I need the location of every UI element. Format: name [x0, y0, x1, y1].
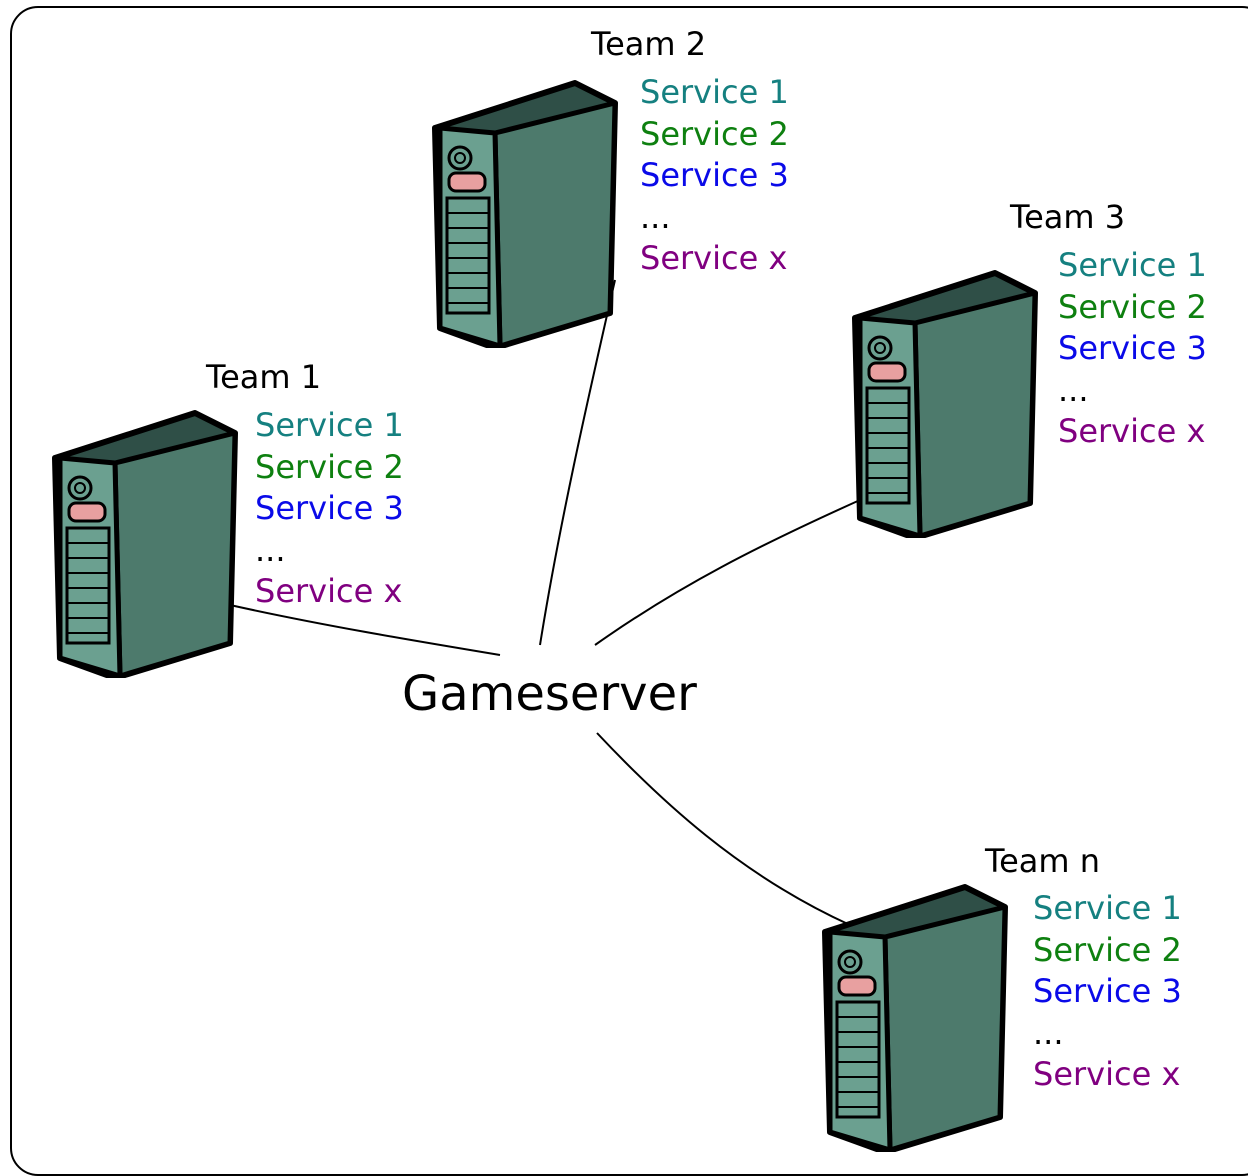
ellipsis-label: ...	[640, 197, 671, 236]
ellipsis-label: ...	[1058, 370, 1089, 409]
team-3-services: Service 1 Service 2 Service 3 ... Servic…	[1058, 245, 1207, 453]
team-n-title: Team n	[985, 842, 1101, 880]
server-tower-icon	[852, 270, 1038, 538]
server-tower-icon	[52, 410, 238, 678]
gameserver-label: Gameserver	[402, 666, 697, 722]
team-2-services: Service 1 Service 2 Service 3 ... Servic…	[640, 72, 789, 280]
service-2-label: Service 2	[1058, 287, 1207, 326]
service-2-label: Service 2	[1033, 930, 1182, 969]
service-3-label: Service 3	[1058, 329, 1207, 368]
service-2-label: Service 2	[640, 114, 789, 153]
team-n-services: Service 1 Service 2 Service 3 ... Servic…	[1033, 888, 1182, 1096]
service-3-label: Service 3	[640, 156, 789, 195]
server-tower-icon	[822, 884, 1008, 1152]
ellipsis-label: ...	[1033, 1013, 1064, 1052]
link-team1	[229, 604, 501, 656]
service-1-label: Service 1	[640, 73, 789, 111]
service-1-label: Service 1	[1033, 889, 1182, 927]
team-1-services: Service 1 Service 2 Service 3 ... Servic…	[255, 405, 404, 613]
server-tower-icon	[432, 80, 618, 348]
team-1-title: Team 1	[206, 358, 322, 396]
service-1-label: Service 1	[1058, 246, 1207, 284]
ellipsis-label: ...	[255, 530, 286, 569]
service-3-label: Service 3	[255, 489, 404, 528]
service-x-label: Service x	[640, 239, 788, 278]
link-team2	[539, 279, 616, 646]
link-teamn	[596, 732, 851, 926]
service-x-label: Service x	[255, 572, 403, 611]
team-2-title: Team 2	[591, 25, 707, 63]
service-x-label: Service x	[1058, 412, 1206, 451]
service-1-label: Service 1	[255, 406, 404, 444]
service-3-label: Service 3	[1033, 972, 1182, 1011]
link-team3	[594, 499, 861, 646]
team-3-title: Team 3	[1010, 198, 1126, 236]
service-x-label: Service x	[1033, 1055, 1181, 1094]
service-2-label: Service 2	[255, 447, 404, 486]
